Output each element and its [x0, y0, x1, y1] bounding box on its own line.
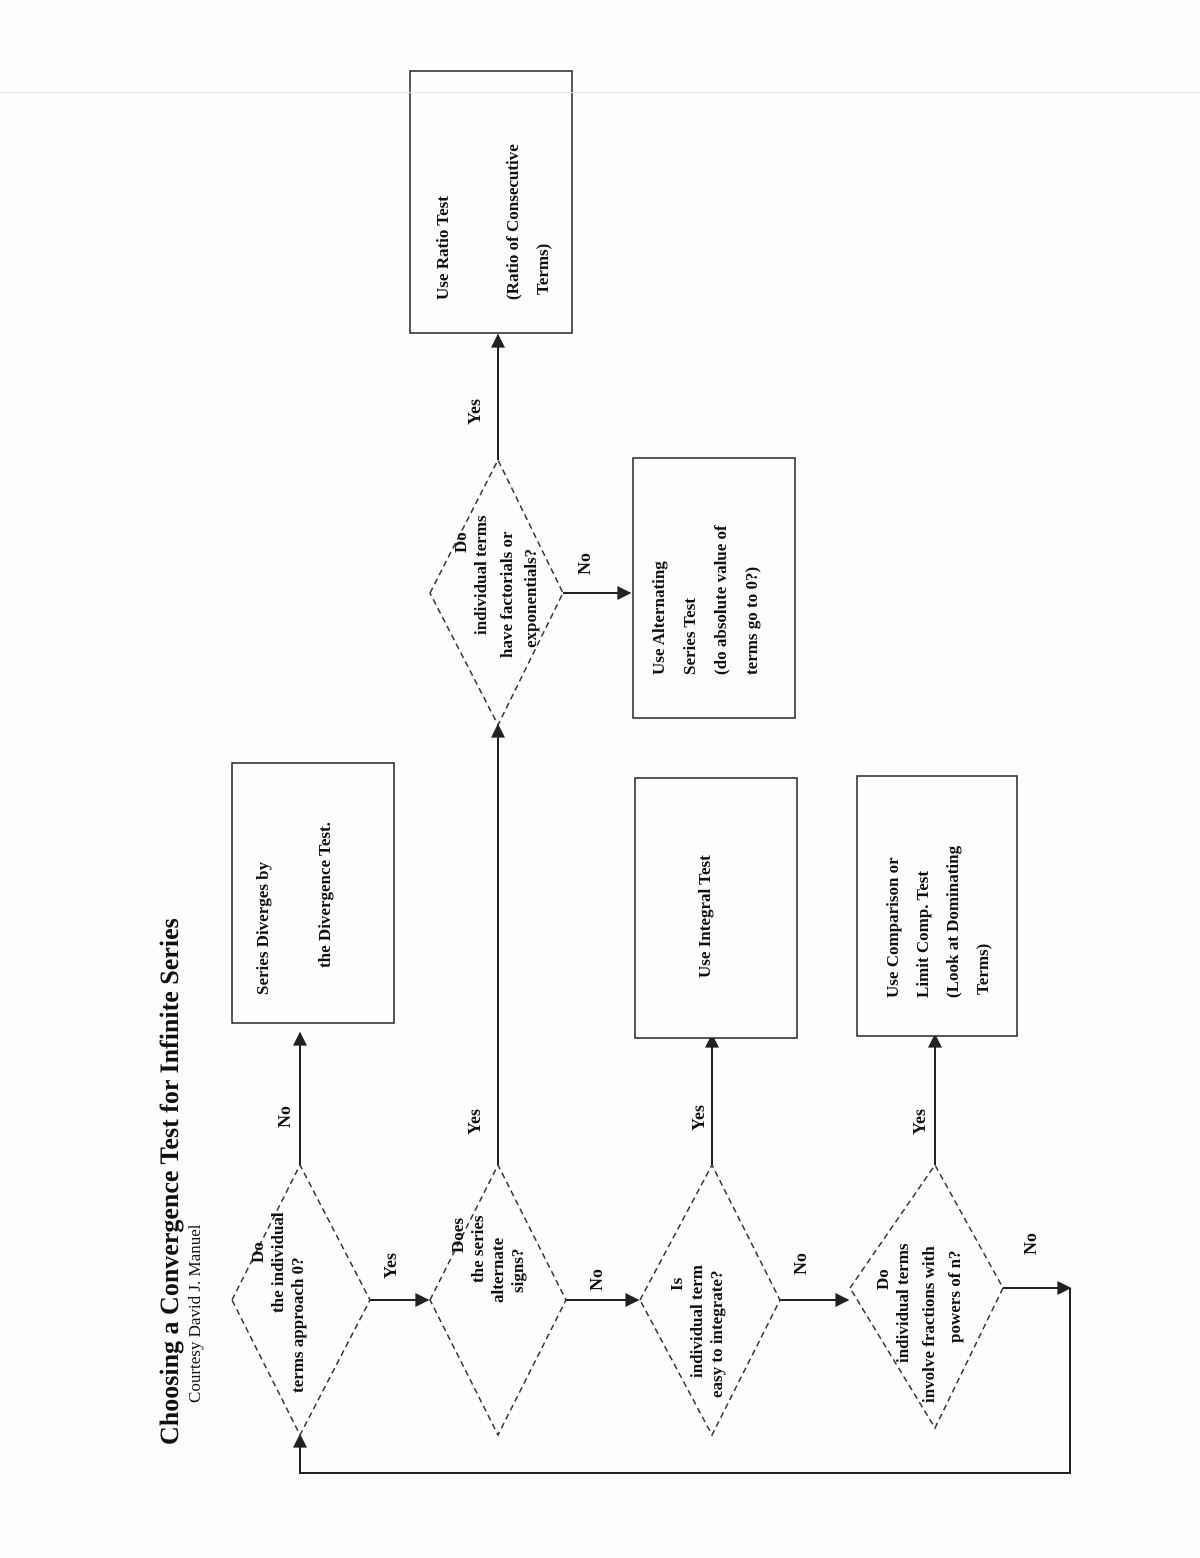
box-comparison — [856, 775, 1018, 1037]
result-shapes — [231, 70, 1018, 1039]
diamond-q1 — [231, 1163, 371, 1437]
diamond-q2 — [429, 1163, 567, 1437]
edge-q4-no-loop — [293, 1288, 1071, 1474]
title: Choosing a Convergence Test for Infinite… — [155, 918, 184, 1445]
label-q4-no: No — [1020, 1233, 1040, 1255]
label-q4-yes: Yes — [909, 1109, 929, 1135]
rotated-content: Choosing a Convergence Test for Infinite… — [155, 70, 1072, 1474]
divergence-text: Series Diverges by the Divergence Test. — [253, 822, 334, 995]
integral-text: Use Integral Test — [695, 855, 714, 978]
label-q2-yes: Yes — [464, 1109, 484, 1135]
box-alternating — [632, 457, 796, 719]
label-q5-no: No — [574, 553, 594, 575]
box-divergence — [231, 762, 395, 1024]
label-q2-no: No — [586, 1269, 606, 1291]
q5-text: Do individual terms have factorials or e… — [451, 511, 540, 658]
q3-text: Is individual term easy to integrate? — [667, 1261, 726, 1398]
ratio-text: Use Ratio Test (Ratio of Consecutive Ter… — [433, 140, 552, 300]
alternating-text: Use Alternating Series Test (do absolute… — [649, 521, 761, 675]
q2-text: Does the series alternate signs? — [448, 1211, 527, 1303]
label-q3-yes: Yes — [688, 1105, 708, 1131]
label-q5-yes: Yes — [464, 399, 484, 425]
label-q1-yes: Yes — [380, 1253, 400, 1279]
comparison-text: Use Comparison or Limit Comp. Test (Look… — [883, 842, 992, 998]
label-q3-no: No — [790, 1253, 810, 1275]
diamond-q3 — [639, 1163, 781, 1437]
diamond-q5 — [429, 458, 564, 727]
q1-text: Do the individual terms approach 0? — [248, 1208, 307, 1393]
decision-shapes — [231, 458, 1004, 1437]
box-ratio — [409, 70, 573, 334]
scan-edge-line — [0, 92, 1200, 93]
q4-text: Do individual terms involve fractions wi… — [873, 1239, 964, 1403]
diamond-q4 — [849, 1163, 1004, 1430]
subtitle: Courtesy David J. Manuel — [185, 1224, 204, 1403]
label-q1-no: No — [274, 1106, 294, 1128]
connectors — [293, 333, 1072, 1474]
box-integral — [634, 777, 798, 1039]
